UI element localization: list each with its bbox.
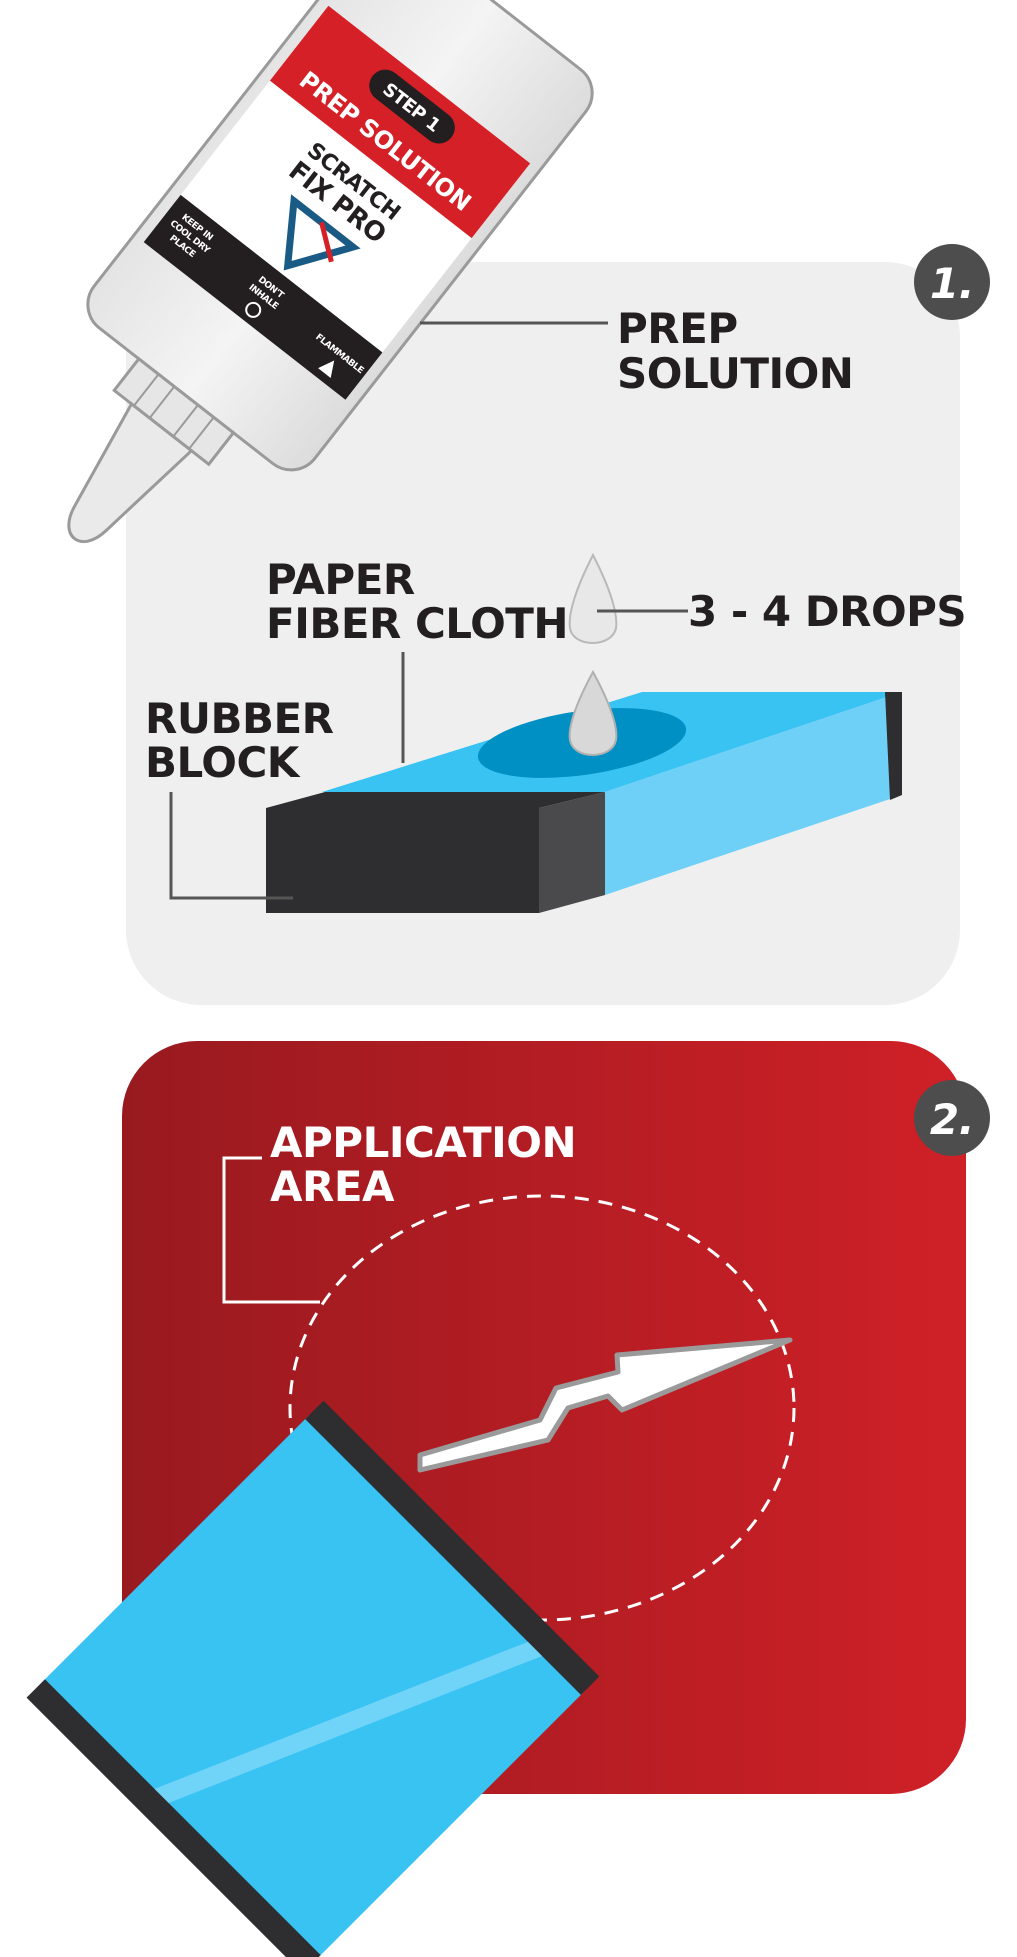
scratch-fix-logo-icon: [283, 194, 361, 271]
svg-text:2.: 2.: [930, 1095, 974, 1144]
drops: [568, 552, 618, 756]
svg-text:SOLUTION: SOLUTION: [617, 349, 853, 398]
scratch-mark: [417, 1337, 793, 1473]
label-rubber-block: RUBBER: [145, 694, 334, 743]
flammable-icon: [318, 360, 335, 379]
svg-text:1.: 1.: [930, 259, 974, 308]
no-inhale-icon: [245, 301, 262, 318]
label-prep-solution: PREP: [617, 304, 738, 353]
step1-labels: PREP SOLUTION PAPER FIBER CLOTH RUBBER B…: [145, 304, 967, 787]
label-paper-fiber-cloth: PAPER: [266, 555, 415, 604]
application-area-callout: [222, 1156, 320, 1304]
svg-text:AREA: AREA: [270, 1162, 395, 1211]
step2-badge: 2.: [914, 1080, 990, 1156]
svg-text:BLOCK: BLOCK: [145, 738, 301, 787]
falling-drop: [568, 669, 618, 756]
step1-badge: 1.: [914, 244, 990, 320]
rubbing-block: [26, 1400, 600, 1957]
label-application-area: APPLICATION: [270, 1118, 576, 1167]
step2-labels: APPLICATION AREA: [270, 1118, 577, 1211]
step1-callouts: [169, 321, 688, 900]
label-drops: 3 - 4 DROPS: [688, 587, 966, 636]
prep-solution-bottle: STEP 1 PREP SOLUTION SCRATCH FIX PRO KEE…: [67, 0, 594, 543]
svg-text:FIBER CLOTH: FIBER CLOTH: [266, 599, 568, 648]
